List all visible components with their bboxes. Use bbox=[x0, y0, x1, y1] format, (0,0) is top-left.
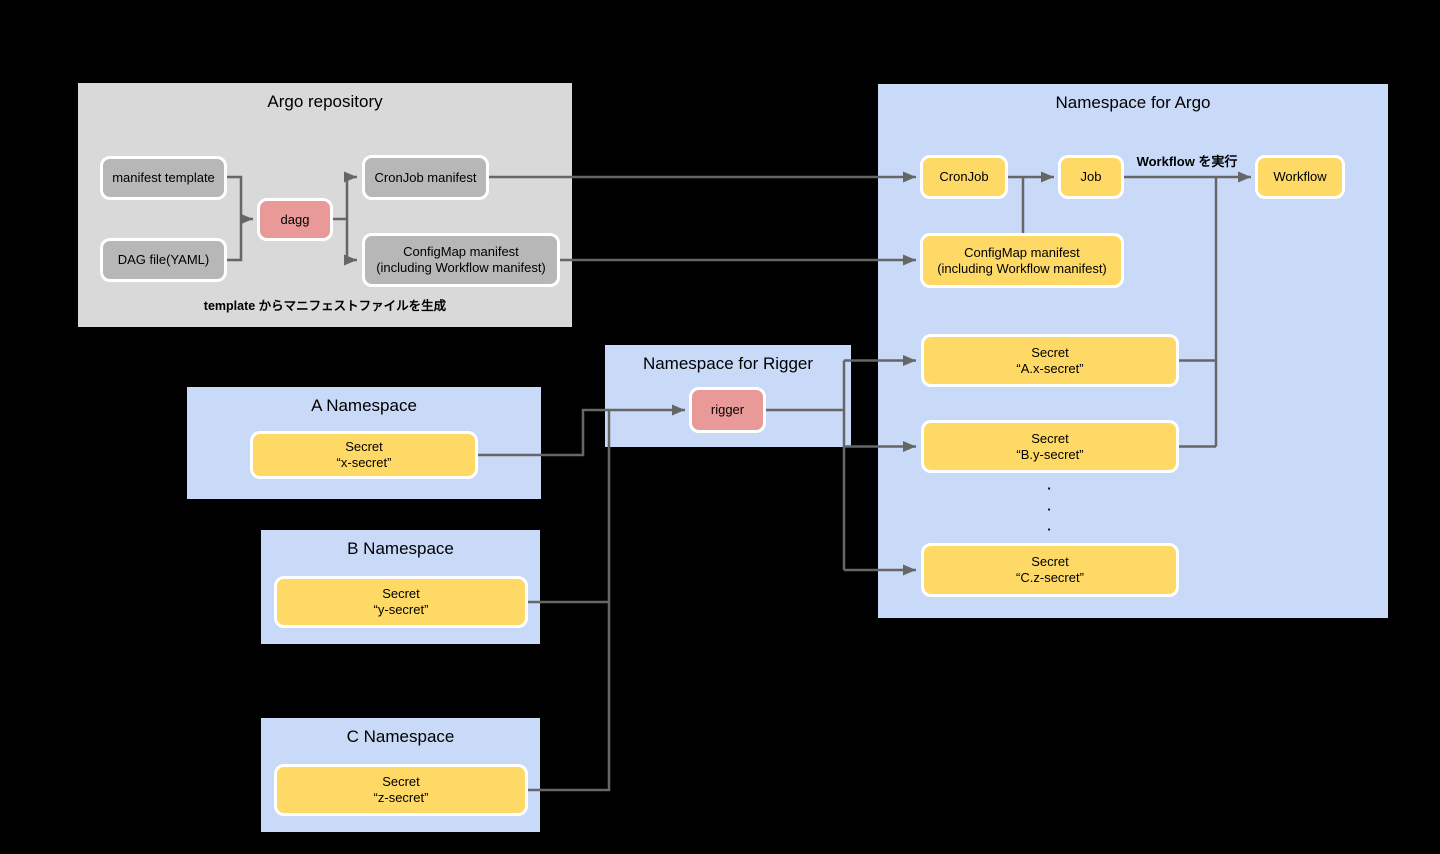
node-rigger: rigger bbox=[689, 387, 766, 433]
node-secret-x: Secret “x-secret” bbox=[250, 431, 478, 479]
workflow-run-label: Workflow を実行 bbox=[1136, 154, 1238, 169]
node-cronjob-manifest: CronJob manifest bbox=[362, 155, 489, 200]
argo-repository-caption: template からマニフェストファイルを生成 bbox=[203, 299, 447, 313]
node-job: Job bbox=[1058, 155, 1124, 199]
node-dagg: dagg bbox=[257, 198, 333, 241]
node-secret-cz: Secret “C.z-secret” bbox=[921, 543, 1179, 597]
ellipsis-dots: ▪ ▪ ▪ bbox=[1047, 484, 1051, 534]
node-manifest-template: manifest template bbox=[100, 156, 227, 200]
c-namespace-title: C Namespace bbox=[346, 727, 455, 746]
node-configmap-manifest-argo: ConfigMap manifest (including Workflow m… bbox=[920, 233, 1124, 288]
node-secret-by: Secret “B.y-secret” bbox=[921, 420, 1179, 473]
b-namespace-title: B Namespace bbox=[347, 539, 454, 558]
node-secret-ax: Secret “A.x-secret” bbox=[921, 334, 1179, 387]
namespace-for-rigger-title: Namespace for Rigger bbox=[642, 354, 814, 373]
node-secret-z: Secret “z-secret” bbox=[274, 764, 528, 816]
argo-repository-title: Argo repository bbox=[267, 92, 383, 111]
a-namespace-title: A Namespace bbox=[311, 396, 417, 415]
node-cronjob: CronJob bbox=[920, 155, 1008, 199]
node-configmap-manifest-repo: ConfigMap manifest (including Workflow m… bbox=[362, 233, 560, 287]
node-secret-y: Secret “y-secret” bbox=[274, 576, 528, 628]
namespace-for-argo-title: Namespace for Argo bbox=[1055, 93, 1211, 112]
node-dag-file: DAG file(YAML) bbox=[100, 238, 227, 282]
node-workflow: Workflow bbox=[1255, 155, 1345, 199]
argo-repository-container: Argo repository template からマニフェストファイルを生成 bbox=[78, 83, 572, 327]
